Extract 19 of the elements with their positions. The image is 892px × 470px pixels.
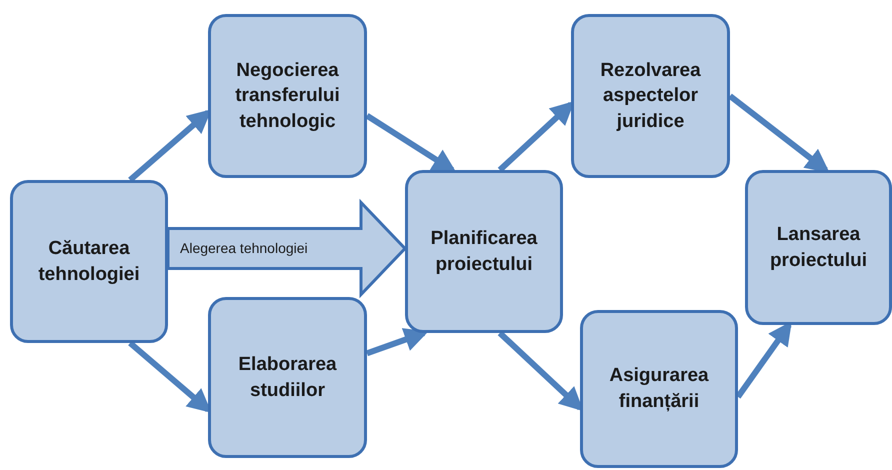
arrow	[728, 94, 830, 173]
process-box	[580, 310, 738, 468]
process-box	[10, 180, 168, 343]
box-label: Elaborarea studiilor	[237, 352, 338, 402]
box-label: Lansarea proiectului	[768, 222, 868, 272]
box-label: Planificarea proiectului	[430, 226, 538, 276]
process-box	[745, 170, 892, 325]
process-box	[208, 14, 367, 178]
edge-label: Alegerea tehnologiei	[180, 240, 308, 256]
box-label: Căutarea tehnologiei	[37, 236, 141, 286]
process-box	[571, 14, 730, 178]
box-label: Asigurarea finanțării	[608, 364, 710, 414]
arrow	[365, 113, 456, 173]
process-box	[405, 170, 563, 333]
arrow	[366, 328, 428, 356]
box-label: Negocierea transferului tehnologic	[234, 58, 341, 134]
process-box	[208, 297, 367, 458]
block-arrow	[166, 198, 408, 298]
box-label: Rezolvarea aspectelor juridice	[599, 58, 702, 134]
